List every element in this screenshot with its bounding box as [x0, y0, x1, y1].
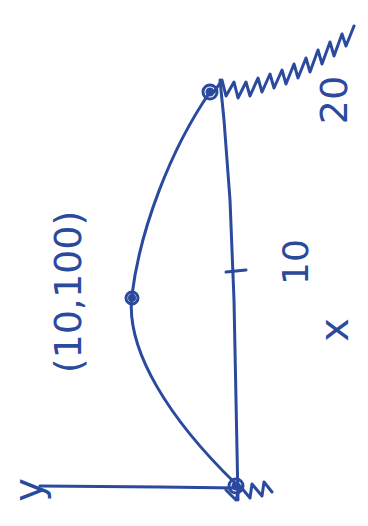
point-marker [130, 296, 135, 301]
y-axis [40, 486, 238, 488]
point-marker [229, 479, 243, 493]
parabola-curve [131, 92, 236, 484]
point-marker [233, 483, 239, 489]
x-axis [220, 80, 238, 500]
axis-label: y [8, 478, 48, 502]
end-label: 20 [315, 76, 353, 124]
point-marker [203, 85, 217, 99]
point-marker [126, 292, 138, 304]
tick-label: 10 [278, 239, 314, 285]
tick-mark [226, 270, 246, 272]
point-label: (10,100) [49, 211, 87, 374]
axis-label: x [314, 318, 354, 342]
point-marker [207, 89, 213, 95]
